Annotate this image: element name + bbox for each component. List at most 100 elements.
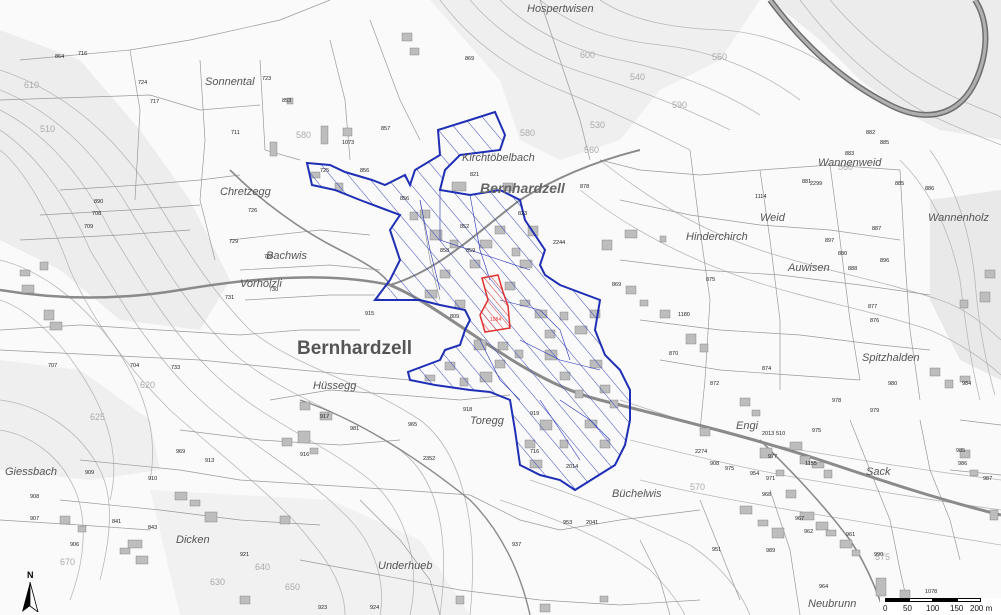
parcel-number: 711 [231,130,240,136]
building [929,367,941,377]
building [269,141,278,157]
parcel-number: 841 [112,519,121,525]
parcel-number: 864 [55,54,64,60]
contour-height-label: 610 [24,80,39,90]
contour-height-label: 600 [580,50,595,60]
building [539,603,551,613]
parcel-number: 724 [138,80,147,86]
village-name-large: Bernhardzell [297,338,413,359]
building [851,549,861,557]
parcel-number: 885 [880,140,889,146]
parcel-number: 883 [845,151,854,157]
parcel-number: 510 [776,431,785,437]
building [624,229,638,239]
building [739,505,753,515]
contour-height-label: 550 [712,52,727,62]
building [739,397,751,407]
parcel-number: 953 [563,520,572,526]
building [789,441,803,451]
building [875,577,887,597]
parcel-number: 2244 [553,240,565,246]
place-label: Sack [866,466,891,478]
place-label: Kirchtöbelbach [462,152,535,164]
parcel-number: 856 [360,168,369,174]
parcel-number: 856 [400,196,409,202]
parcel-number: 951 [712,547,721,553]
parcel-number: 985 [956,448,965,454]
parcel-number: 967 [795,516,804,522]
parcel-number: 971 [766,476,775,482]
place-label: Hüssegg [313,380,357,392]
scale-tick-label: 200 m [970,604,993,613]
parcel-number: 1078 [925,589,937,595]
parcel-number: 878 [580,184,589,190]
building [757,519,769,527]
place-label: Hinderchirch [686,231,748,243]
parcel-number: 906 [70,542,79,548]
parcel-number: 821 [470,172,479,178]
building [699,427,711,437]
parcel-number: 875 [706,277,715,283]
scale-segment [909,598,933,602]
parcel-number: 961 [846,532,855,538]
parcel-number: 980 [888,381,897,387]
parcel-number: 725 [320,168,329,174]
building [839,539,853,549]
planning-perimeter[interactable] [305,110,631,492]
parcel-number: 728 [264,254,273,260]
highlighted-parcel[interactable] [479,274,511,333]
building [409,47,420,56]
parcel-number: 979 [870,408,879,414]
parcel-number: 977 [768,454,777,460]
building [297,430,311,444]
parcel-number: 853 [282,98,291,104]
building [815,521,829,531]
parcel-number: 726 [248,208,257,214]
building [811,461,825,469]
place-label: Auwisen [788,262,830,274]
parcel-number: 990 [874,552,883,558]
parcel-number: 887 [872,226,881,232]
parcel-number: 909 [85,470,94,476]
place-label: Bachwis [266,250,307,262]
building [969,469,979,477]
forest-area-east-slope [930,190,1001,380]
parcel-number: 890 [94,199,103,205]
building [21,284,35,294]
building [799,511,815,521]
forest-area-northeast [430,0,760,160]
building [775,469,785,477]
parcel-number: 730 [269,287,278,293]
parcel-number: 876 [870,318,879,324]
parcel-number: 881 [802,179,811,185]
building [759,447,773,459]
building [599,595,609,603]
parcel-number: 2041 [586,520,598,526]
building [401,32,413,42]
building [59,515,71,525]
building [77,525,87,533]
parcel-number: 717 [150,99,159,105]
parcel-number: 843 [148,525,157,531]
parcel-number: 919 [530,411,539,417]
building [979,291,991,303]
contour-height-label: 530 [590,120,605,130]
north-arrow-label: N [27,570,34,580]
parcel-number: 975 [725,466,734,472]
parcel-number: 731 [225,295,234,301]
parcel-number: 965 [408,422,417,428]
parcel-number: 987 [983,476,992,482]
parcel-number: 880 [838,251,847,257]
parcel-number: 908 [710,461,719,467]
parcel-number: 2299 [810,181,822,187]
building [135,555,149,565]
parcel-number: 923 [318,605,327,611]
contour-height-label: 540 [630,72,645,82]
place-label: Engi [736,420,759,432]
parcel-number: 913 [205,458,214,464]
parcel-number: 709 [84,224,93,230]
building [319,411,333,421]
